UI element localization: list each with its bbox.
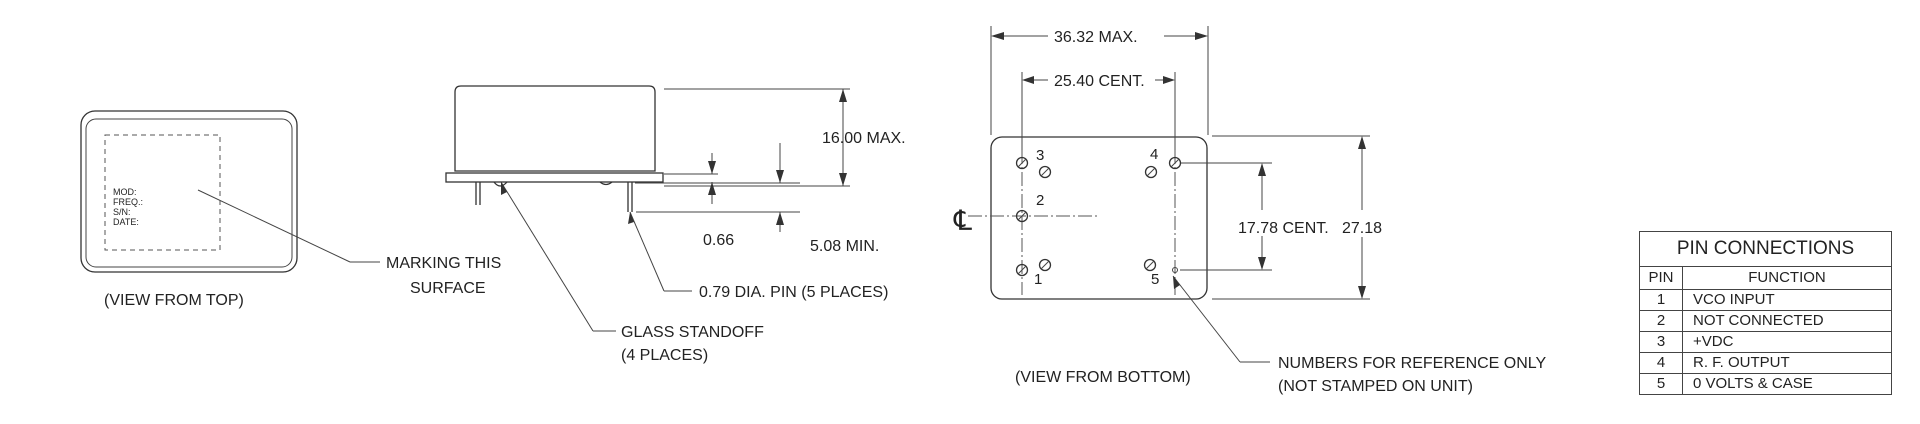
pin-number-4: 4 — [1150, 146, 1158, 163]
marking-field-date: DATE: — [113, 217, 139, 227]
marking-callout-line2: SURFACE — [410, 280, 486, 297]
pin-3 — [1015, 156, 1029, 170]
glass-standoff-callout-line1: GLASS STANDOFF — [621, 324, 764, 341]
pin-cell: 3 — [1639, 331, 1683, 353]
pin-length-dimension: 5.08 MIN. — [810, 238, 879, 255]
function-cell: +VDC — [1682, 331, 1892, 353]
pin-number-2: 2 — [1036, 192, 1044, 209]
height-27-dimension: 27.18 — [1342, 220, 1382, 237]
top-view: MOD: FREQ.: S/N: DATE: MARKING THIS SURF… — [80, 110, 501, 309]
marking-field-sn: S/N: — [113, 207, 131, 217]
function-cell: 0 VOLTS & CASE — [1682, 373, 1892, 395]
table-row: 2 NOT CONNECTED — [1639, 310, 1892, 332]
function-cell: VCO INPUT — [1682, 289, 1892, 311]
reference-note-line1: NUMBERS FOR REFERENCE ONLY — [1278, 355, 1547, 372]
glass-standoff-right — [599, 181, 613, 186]
function-cell: R. F. OUTPUT — [1682, 352, 1892, 374]
reference-leader — [1172, 275, 1241, 363]
pin-table-title: PIN CONNECTIONS — [1639, 231, 1892, 267]
bottom-view-outline — [990, 136, 1208, 300]
marking-field-mod: MOD: — [113, 187, 137, 197]
function-cell: NOT CONNECTED — [1682, 310, 1892, 332]
bottom-view: 36.32 MAX. 25.40 CENT. 27.18 17.78 CENT.… — [953, 26, 1547, 395]
pin-2 — [1015, 209, 1029, 223]
standoff-dimension: 0.66 — [703, 232, 734, 249]
marking-leader-line — [197, 189, 351, 263]
glass-standoff-callout-line2: (4 PLACES) — [621, 347, 708, 364]
table-row: 3 +VDC — [1639, 331, 1892, 353]
pin-cell: 1 — [1639, 289, 1683, 311]
glass-standoff-left — [493, 181, 508, 187]
can-body — [454, 85, 656, 172]
centerline-symbol: ℄ — [953, 205, 972, 236]
pin-connections-table: PIN CONNECTIONS PIN FUNCTION 1 VCO INPUT… — [1639, 231, 1892, 395]
reference-note-line2: (NOT STAMPED ON UNIT) — [1278, 378, 1473, 395]
pin-spacing-v-dimension: 17.78 CENT. — [1238, 220, 1329, 237]
height-dimension: 16.00 MAX. — [822, 130, 906, 147]
table-row: 4 R. F. OUTPUT — [1639, 352, 1892, 374]
pin-4 — [1168, 156, 1182, 170]
marking-callout-line1: MARKING THIS — [386, 255, 501, 272]
pin-cell: 4 — [1639, 352, 1683, 374]
pin-number-1: 1 — [1034, 271, 1042, 288]
top-view-inner-outline — [85, 118, 293, 268]
header-base — [445, 172, 664, 183]
pin-dia-callout: 0.79 DIA. PIN (5 PLACES) — [699, 284, 888, 301]
pin-spacing-h-dimension: 25.40 CENT. — [1054, 73, 1145, 90]
side-view: 16.00 MAX. 5.08 MIN. 0.66 0.79 DIA. PIN … — [445, 85, 906, 364]
standoff-marks — [1038, 165, 1158, 272]
top-view-outer-outline — [80, 110, 298, 273]
top-view-caption: (VIEW FROM TOP) — [104, 292, 244, 309]
table-row: 5 0 VOLTS & CASE — [1639, 373, 1892, 395]
pin-1 — [1015, 263, 1029, 277]
pin-5 — [1172, 267, 1178, 273]
width-max-dimension: 36.32 MAX. — [1054, 29, 1138, 46]
pin-cell: 5 — [1639, 373, 1683, 395]
marking-fields: MOD: FREQ.: S/N: DATE: — [113, 187, 143, 227]
marking-area — [104, 134, 221, 251]
pin-number-3: 3 — [1036, 147, 1044, 164]
function-column-header: FUNCTION — [1682, 266, 1892, 290]
pin-cell: 2 — [1639, 310, 1683, 332]
pin-dia-leader — [629, 211, 665, 292]
glass-standoff-leader — [500, 181, 594, 332]
bottom-view-caption: (VIEW FROM BOTTOM) — [1015, 369, 1191, 386]
marking-field-freq: FREQ.: — [113, 197, 143, 207]
pin-column-header: PIN — [1639, 266, 1683, 290]
table-row: 1 VCO INPUT — [1639, 289, 1892, 311]
pin-number-5: 5 — [1151, 271, 1159, 288]
